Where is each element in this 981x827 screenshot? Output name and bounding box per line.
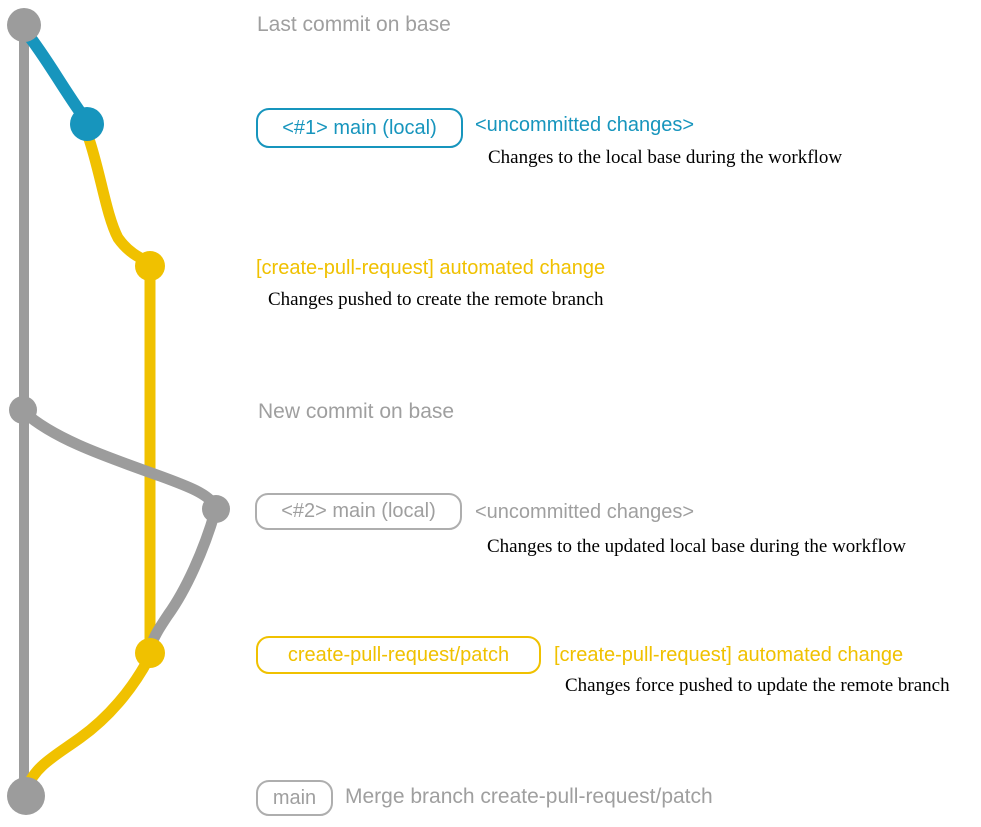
- branch-tag-main-final: main: [256, 780, 333, 816]
- edge-patch-merge-to-base: [21, 652, 155, 794]
- automated-change-1-title: [create-pull-request] automated change: [256, 257, 606, 279]
- node-merge-commit: [7, 777, 45, 815]
- branch-tag-main-local-1: <#1> main (local): [256, 108, 463, 148]
- edge-newbase-to-commit2: [18, 406, 221, 512]
- branch-tag-main-local-2: <#2> main (local): [255, 493, 462, 530]
- branch-tag-create-pull-request-patch: create-pull-request/patch: [256, 636, 541, 674]
- edge-base-to-commit1: [20, 26, 91, 125]
- automated-change-2-description: Changes force pushed to update the remot…: [565, 675, 950, 696]
- automated-change-1-description: Changes pushed to create the remote bran…: [268, 289, 604, 310]
- node-automated-change-2: [135, 638, 165, 668]
- node-local-main-2: [202, 495, 230, 523]
- automated-change-2-title: [create-pull-request] automated change: [554, 644, 904, 666]
- edge-commit2-to-patch-update: [144, 506, 221, 654]
- edge-commit1-to-patch: [82, 130, 156, 269]
- caption-last-commit-on-base: Last commit on base: [257, 13, 451, 36]
- merge-commit-message: Merge branch create-pull-request/patch: [345, 785, 713, 808]
- uncommitted-changes-2-title: <uncommitted changes>: [475, 501, 695, 523]
- uncommitted-changes-1-description: Changes to the local base during the wor…: [488, 147, 843, 168]
- node-new-commit-base: [9, 396, 37, 424]
- node-local-main-1: [70, 107, 104, 141]
- uncommitted-changes-1-title: <uncommitted changes>: [475, 114, 695, 136]
- node-last-commit-base: [7, 8, 41, 42]
- uncommitted-changes-2-description: Changes to the updated local base during…: [487, 536, 906, 557]
- node-automated-change-1: [135, 251, 165, 281]
- caption-new-commit-on-base: New commit on base: [258, 400, 455, 423]
